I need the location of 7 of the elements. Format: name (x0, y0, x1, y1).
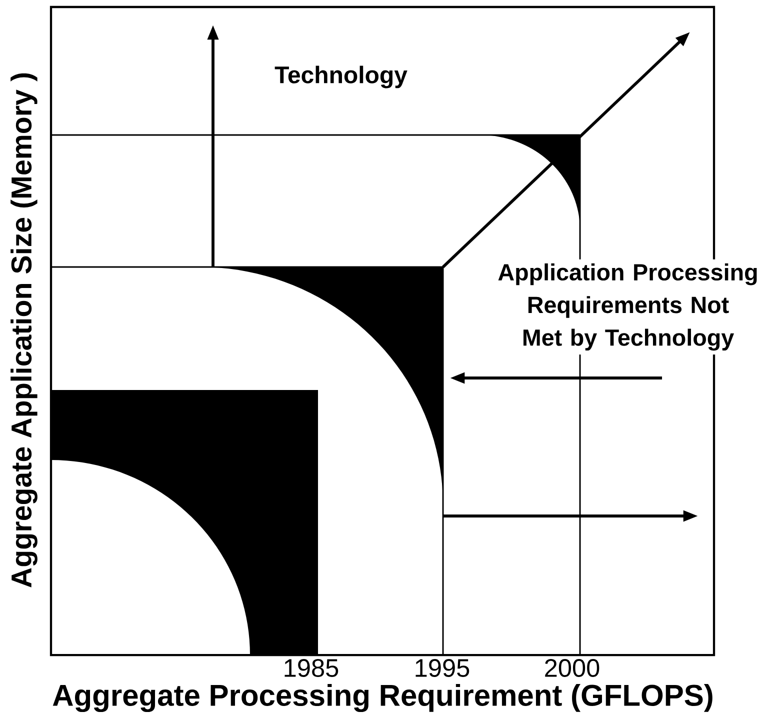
tick-label: 1985 (284, 659, 338, 677)
axis-label: Aggregate Processing Requirement (GFLOPS) (52, 684, 712, 712)
annotation-text: Application Processing Requirements Not Met by Technology (469, 259, 770, 355)
tick-label: 1995 (416, 659, 470, 677)
tick-label: 2000 (545, 659, 600, 677)
axis-label: Aggregate Application Size (Memory ) (10, 73, 38, 588)
annotation-text: Technology (274, 66, 408, 88)
